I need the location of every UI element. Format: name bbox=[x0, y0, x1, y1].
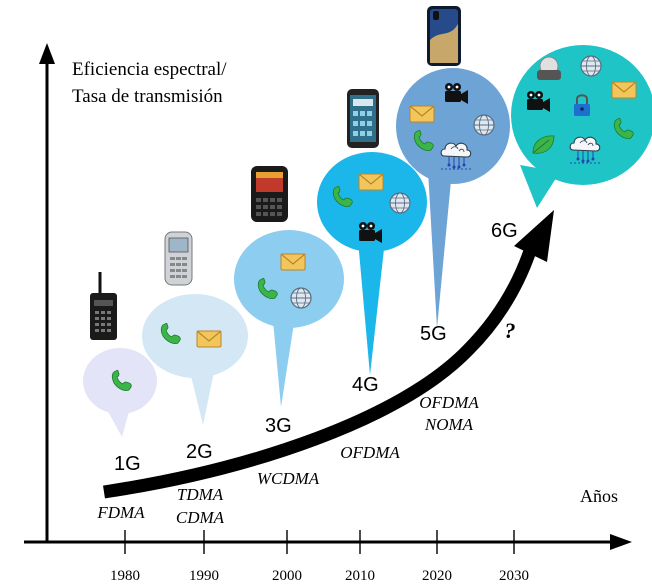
access-label-wcdma: WCDMA bbox=[257, 469, 320, 488]
year-ticks bbox=[124, 530, 515, 554]
generation-label-4g: 4G bbox=[352, 374, 379, 396]
modern-smartphone-device bbox=[427, 6, 461, 66]
brick-phone-device bbox=[90, 272, 117, 340]
bubble-2g bbox=[142, 294, 248, 425]
year-label-1980: 1980 bbox=[110, 568, 140, 584]
generation-label-3g: 3G bbox=[265, 415, 292, 437]
globe-icon bbox=[473, 114, 495, 136]
access-label-tdma: TDMA bbox=[177, 485, 224, 504]
year-label-1990: 1990 bbox=[189, 568, 219, 584]
bubble-5g bbox=[396, 68, 510, 328]
generation-label-6g: 6G bbox=[491, 220, 518, 242]
access-label-ofdma-5g: OFDMA bbox=[419, 393, 479, 412]
bubble-3g bbox=[234, 230, 344, 407]
y-axis-label-line2: Tasa de transmisión bbox=[72, 86, 223, 107]
vr-headset-icon bbox=[537, 56, 561, 80]
globe-icon bbox=[290, 287, 312, 309]
smartphone-device bbox=[347, 89, 379, 148]
bubble-6g bbox=[511, 45, 652, 208]
feature-phone-device bbox=[164, 231, 193, 286]
qwerty-phone-device bbox=[251, 166, 288, 222]
envelope-icon bbox=[611, 81, 637, 99]
envelope-icon bbox=[358, 173, 384, 191]
access-label-ofdma-4g: OFDMA bbox=[340, 443, 400, 462]
y-axis bbox=[39, 43, 55, 543]
generation-label-1g: 1G bbox=[114, 453, 141, 475]
envelope-icon bbox=[409, 105, 435, 123]
bubble-4g bbox=[317, 152, 427, 375]
envelope-icon bbox=[196, 330, 222, 348]
generation-label-5g: 5G bbox=[420, 323, 447, 345]
access-label-cdma: CDMA bbox=[176, 508, 225, 527]
x-axis bbox=[24, 534, 632, 550]
year-label-2010: 2010 bbox=[345, 568, 375, 584]
globe-icon bbox=[580, 55, 602, 77]
year-label-2000: 2000 bbox=[272, 568, 302, 584]
y-axis-label-line1: Eficiencia espectral/ bbox=[72, 59, 227, 80]
globe-icon bbox=[389, 192, 411, 214]
access-label-noma: NOMA bbox=[424, 415, 474, 434]
access-label-unknown-6g: ? bbox=[505, 318, 516, 343]
year-label-2030: 2030 bbox=[499, 568, 529, 584]
growth-arrow bbox=[103, 210, 554, 499]
generation-label-2g: 2G bbox=[186, 441, 213, 463]
year-label-2020: 2020 bbox=[422, 568, 452, 584]
access-label-fdma: FDMA bbox=[96, 503, 145, 522]
bubble-1g bbox=[83, 348, 157, 437]
x-axis-label: Años bbox=[580, 486, 618, 506]
envelope-icon bbox=[280, 253, 306, 271]
